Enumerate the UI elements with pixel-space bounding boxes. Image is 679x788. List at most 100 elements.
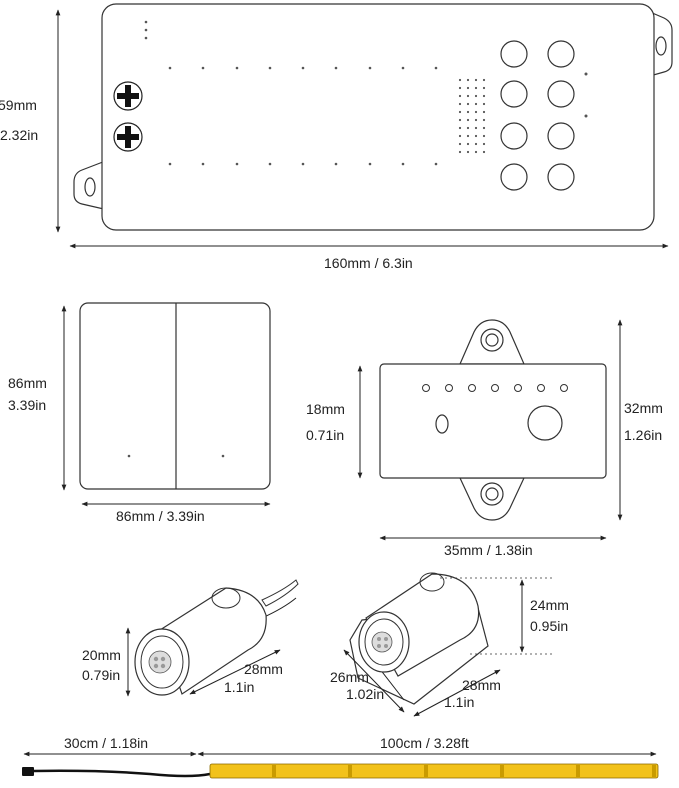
mounted-sensor-height-mm: 24mm — [530, 597, 569, 613]
grid-dot — [482, 78, 486, 82]
grid-dot — [482, 102, 486, 106]
receiver-inner-height-mm: 18mm — [306, 401, 345, 417]
sensor-lens-icon — [148, 650, 172, 674]
controller-indicator-dots — [144, 20, 148, 40]
receiver-large-button — [527, 405, 563, 441]
receiver-small-button — [435, 414, 449, 434]
round-sensor-diameter-mm: 20mm — [82, 647, 121, 663]
switch-body — [79, 302, 271, 490]
controller-button — [500, 122, 528, 150]
receiver-outer-height-mm: 32mm — [624, 400, 663, 416]
grid-dot — [474, 102, 478, 106]
grid-dot — [466, 142, 470, 146]
pin-dot — [301, 66, 305, 70]
controller-button — [547, 40, 575, 68]
controller-button — [547, 80, 575, 108]
round-sensor-length-arrow — [189, 649, 281, 695]
mounted-sensor-height-in: 0.95in — [530, 618, 568, 634]
strip-length-label: 100cm / 3.28ft — [380, 735, 469, 751]
grid-dot — [482, 110, 486, 114]
grid-dot — [474, 126, 478, 130]
grid-dot — [482, 94, 486, 98]
grid-dot — [458, 78, 462, 82]
receiver-led — [514, 384, 522, 392]
receiver-width-label: 35mm / 1.38in — [444, 542, 533, 558]
controller-body — [101, 3, 655, 231]
led-strip-bar — [209, 763, 659, 779]
receiver-led — [491, 384, 499, 392]
grid-dot — [466, 110, 470, 114]
receiver-led — [422, 384, 430, 392]
lead-length-label: 30cm / 1.18in — [64, 735, 148, 751]
grid-dot — [466, 150, 470, 154]
controller-drawing — [73, 3, 673, 231]
receiver-led — [560, 384, 568, 392]
controller-button — [500, 40, 528, 68]
pin-dot — [168, 66, 172, 70]
receiver-led-row — [422, 384, 568, 392]
sensor-lens-icon — [371, 631, 393, 653]
grid-dot — [482, 150, 486, 154]
grid-dot — [474, 134, 478, 138]
grid-dot — [458, 118, 462, 122]
plus-screw-icon — [113, 122, 143, 152]
strip-cut-mark — [576, 765, 580, 777]
pin-dot — [201, 162, 205, 166]
grid-dot — [474, 86, 478, 90]
grid-dot — [458, 110, 462, 114]
plus-screw-icon — [113, 81, 143, 111]
grid-dot — [458, 134, 462, 138]
round-sensor-diameter-in: 0.79in — [82, 667, 120, 683]
grid-dot — [482, 118, 486, 122]
grid-dot — [482, 126, 486, 130]
strip-cable — [33, 769, 211, 778]
pin-dot — [334, 66, 338, 70]
pin-dot — [434, 162, 438, 166]
strip-cut-mark — [424, 765, 428, 777]
grid-dot — [458, 102, 462, 106]
strip-cut-marks — [272, 765, 656, 777]
grid-dot — [458, 150, 462, 154]
receiver-outer-height-in: 1.26in — [624, 427, 662, 443]
grid-dot — [458, 142, 462, 146]
grid-dot — [474, 118, 478, 122]
grid-dot — [458, 86, 462, 90]
controller-button — [500, 80, 528, 108]
round-sensor-drawing — [134, 579, 299, 696]
receiver-led — [445, 384, 453, 392]
receiver-drawing — [379, 319, 607, 521]
controller-button — [500, 163, 528, 191]
grid-dot — [466, 134, 470, 138]
receiver-inner-height-in: 0.71in — [306, 427, 344, 443]
grid-dot — [482, 134, 486, 138]
pin-dot — [268, 162, 272, 166]
mounted-sensor-length-arrow — [413, 669, 501, 717]
receiver-body — [379, 363, 607, 479]
pin-dot — [434, 66, 438, 70]
strip-cut-mark — [652, 765, 656, 777]
pin-dot — [268, 66, 272, 70]
switch-height-mm: 86mm — [8, 375, 47, 391]
controller-speaker-grid — [458, 78, 486, 154]
controller-button-grid — [500, 40, 575, 191]
mounted-sensor-length-in: 1.1in — [444, 694, 474, 710]
controller-right-ear-hole — [655, 36, 667, 56]
grid-dot — [466, 94, 470, 98]
grid-dot — [474, 142, 478, 146]
grid-dot — [474, 150, 478, 154]
mounted-sensor-base-mm: 26mm — [330, 669, 369, 685]
mounted-sensor-base-arrow — [343, 649, 405, 713]
grid-dot — [474, 94, 478, 98]
grid-dot — [466, 78, 470, 82]
grid-dot — [466, 126, 470, 130]
grid-dot — [474, 78, 478, 82]
controller-pin-rows — [168, 66, 438, 166]
strip-cut-mark — [348, 765, 352, 777]
grid-dot — [474, 110, 478, 114]
controller-button — [547, 163, 575, 191]
controller-height-mm: 59mm — [0, 97, 37, 113]
receiver-led — [537, 384, 545, 392]
mounted-sensor-length-mm: 28mm — [462, 677, 501, 693]
